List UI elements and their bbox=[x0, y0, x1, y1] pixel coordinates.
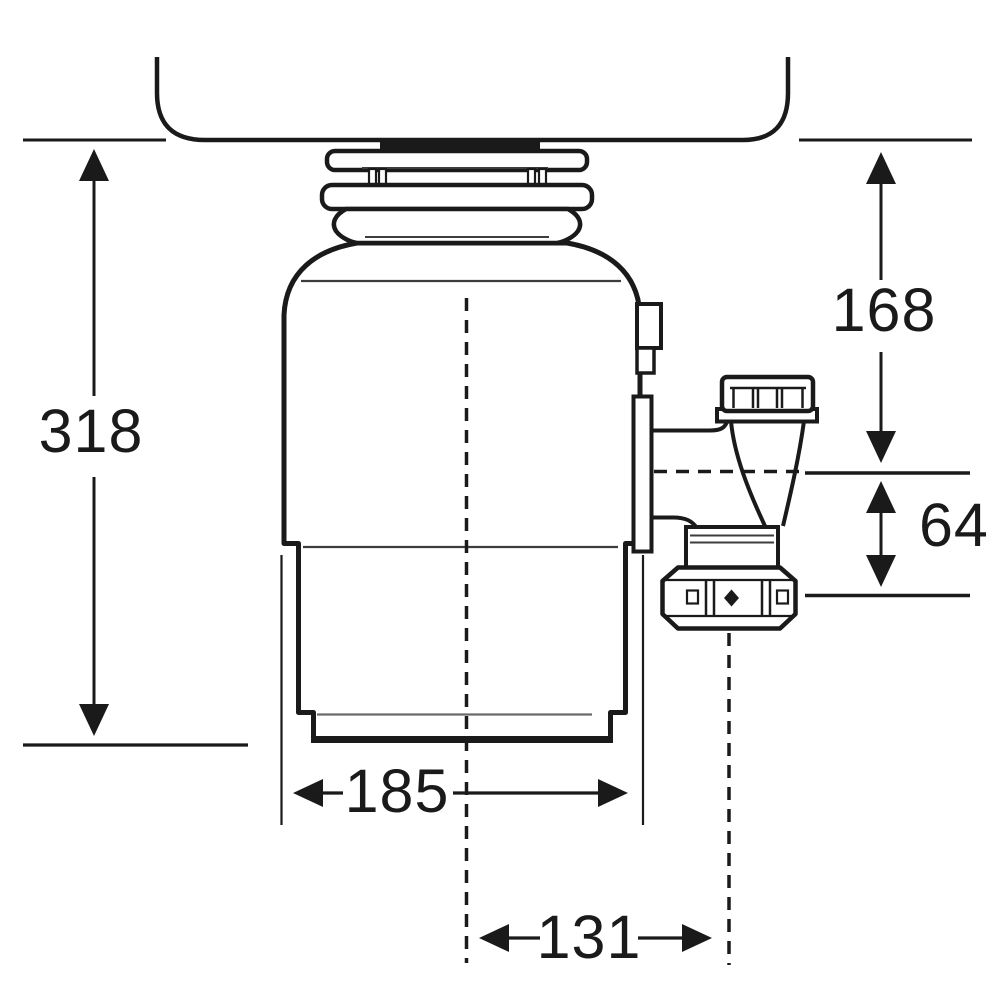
dishwasher-inlet-nut bbox=[719, 374, 816, 414]
dimension-sink-to-outlet: 168 bbox=[832, 152, 937, 463]
arrow-up-icon bbox=[866, 152, 896, 184]
dimension-label-64: 64 bbox=[919, 491, 989, 559]
disposer-body bbox=[281, 240, 663, 743]
side-tab-small bbox=[635, 346, 656, 375]
flange-lug-right-b bbox=[537, 167, 548, 187]
reference-lines bbox=[23, 138, 972, 747]
dimension-outlet-drop: 64 bbox=[866, 481, 989, 587]
dimension-body-width: 185 bbox=[280, 555, 645, 825]
arrow-down-icon bbox=[866, 431, 896, 463]
flange-ring-lower bbox=[319, 182, 595, 212]
dimension-label-318: 318 bbox=[39, 397, 144, 465]
arrow-left-icon bbox=[293, 779, 323, 807]
hopper-left-edge bbox=[729, 420, 767, 527]
flange-lug-left-b bbox=[377, 167, 388, 187]
outlet-assembly bbox=[631, 374, 819, 631]
flange-ring-upper bbox=[324, 148, 590, 173]
arrow-left-icon bbox=[479, 924, 509, 952]
arrow-right-icon bbox=[682, 924, 712, 952]
arrow-down-icon bbox=[866, 555, 896, 587]
outlet-mounting-plate bbox=[631, 394, 654, 554]
centerlines bbox=[464, 298, 800, 965]
swivel-nut-knurl-center bbox=[724, 589, 739, 607]
dimension-label-185: 185 bbox=[345, 757, 450, 825]
arrow-right-icon bbox=[598, 779, 628, 807]
mounting-flange-assembly bbox=[319, 148, 595, 246]
flange-lug-left-a bbox=[367, 167, 378, 187]
arrow-down-icon bbox=[79, 704, 109, 736]
dimension-overall-height: 318 bbox=[39, 149, 144, 736]
union-coupling bbox=[684, 525, 780, 571]
dimension-label-168: 168 bbox=[832, 276, 937, 344]
disposer-body-outline bbox=[281, 240, 643, 742]
hopper-right-edge bbox=[781, 420, 806, 527]
sink-bowl bbox=[154, 57, 791, 143]
dimension-center-to-outlet: 131 bbox=[479, 903, 712, 971]
arrow-up-icon bbox=[79, 149, 109, 181]
mounting-gasket bbox=[380, 138, 540, 152]
swivel-nut-knurl-right bbox=[775, 589, 790, 605]
dimension-label-131: 131 bbox=[537, 903, 642, 971]
flange-lug-right-a bbox=[526, 167, 537, 187]
rubber-boot bbox=[331, 206, 583, 246]
swivel-nut-knurl-left bbox=[685, 589, 700, 605]
side-tab bbox=[635, 302, 663, 350]
arrow-up-icon bbox=[866, 481, 896, 513]
